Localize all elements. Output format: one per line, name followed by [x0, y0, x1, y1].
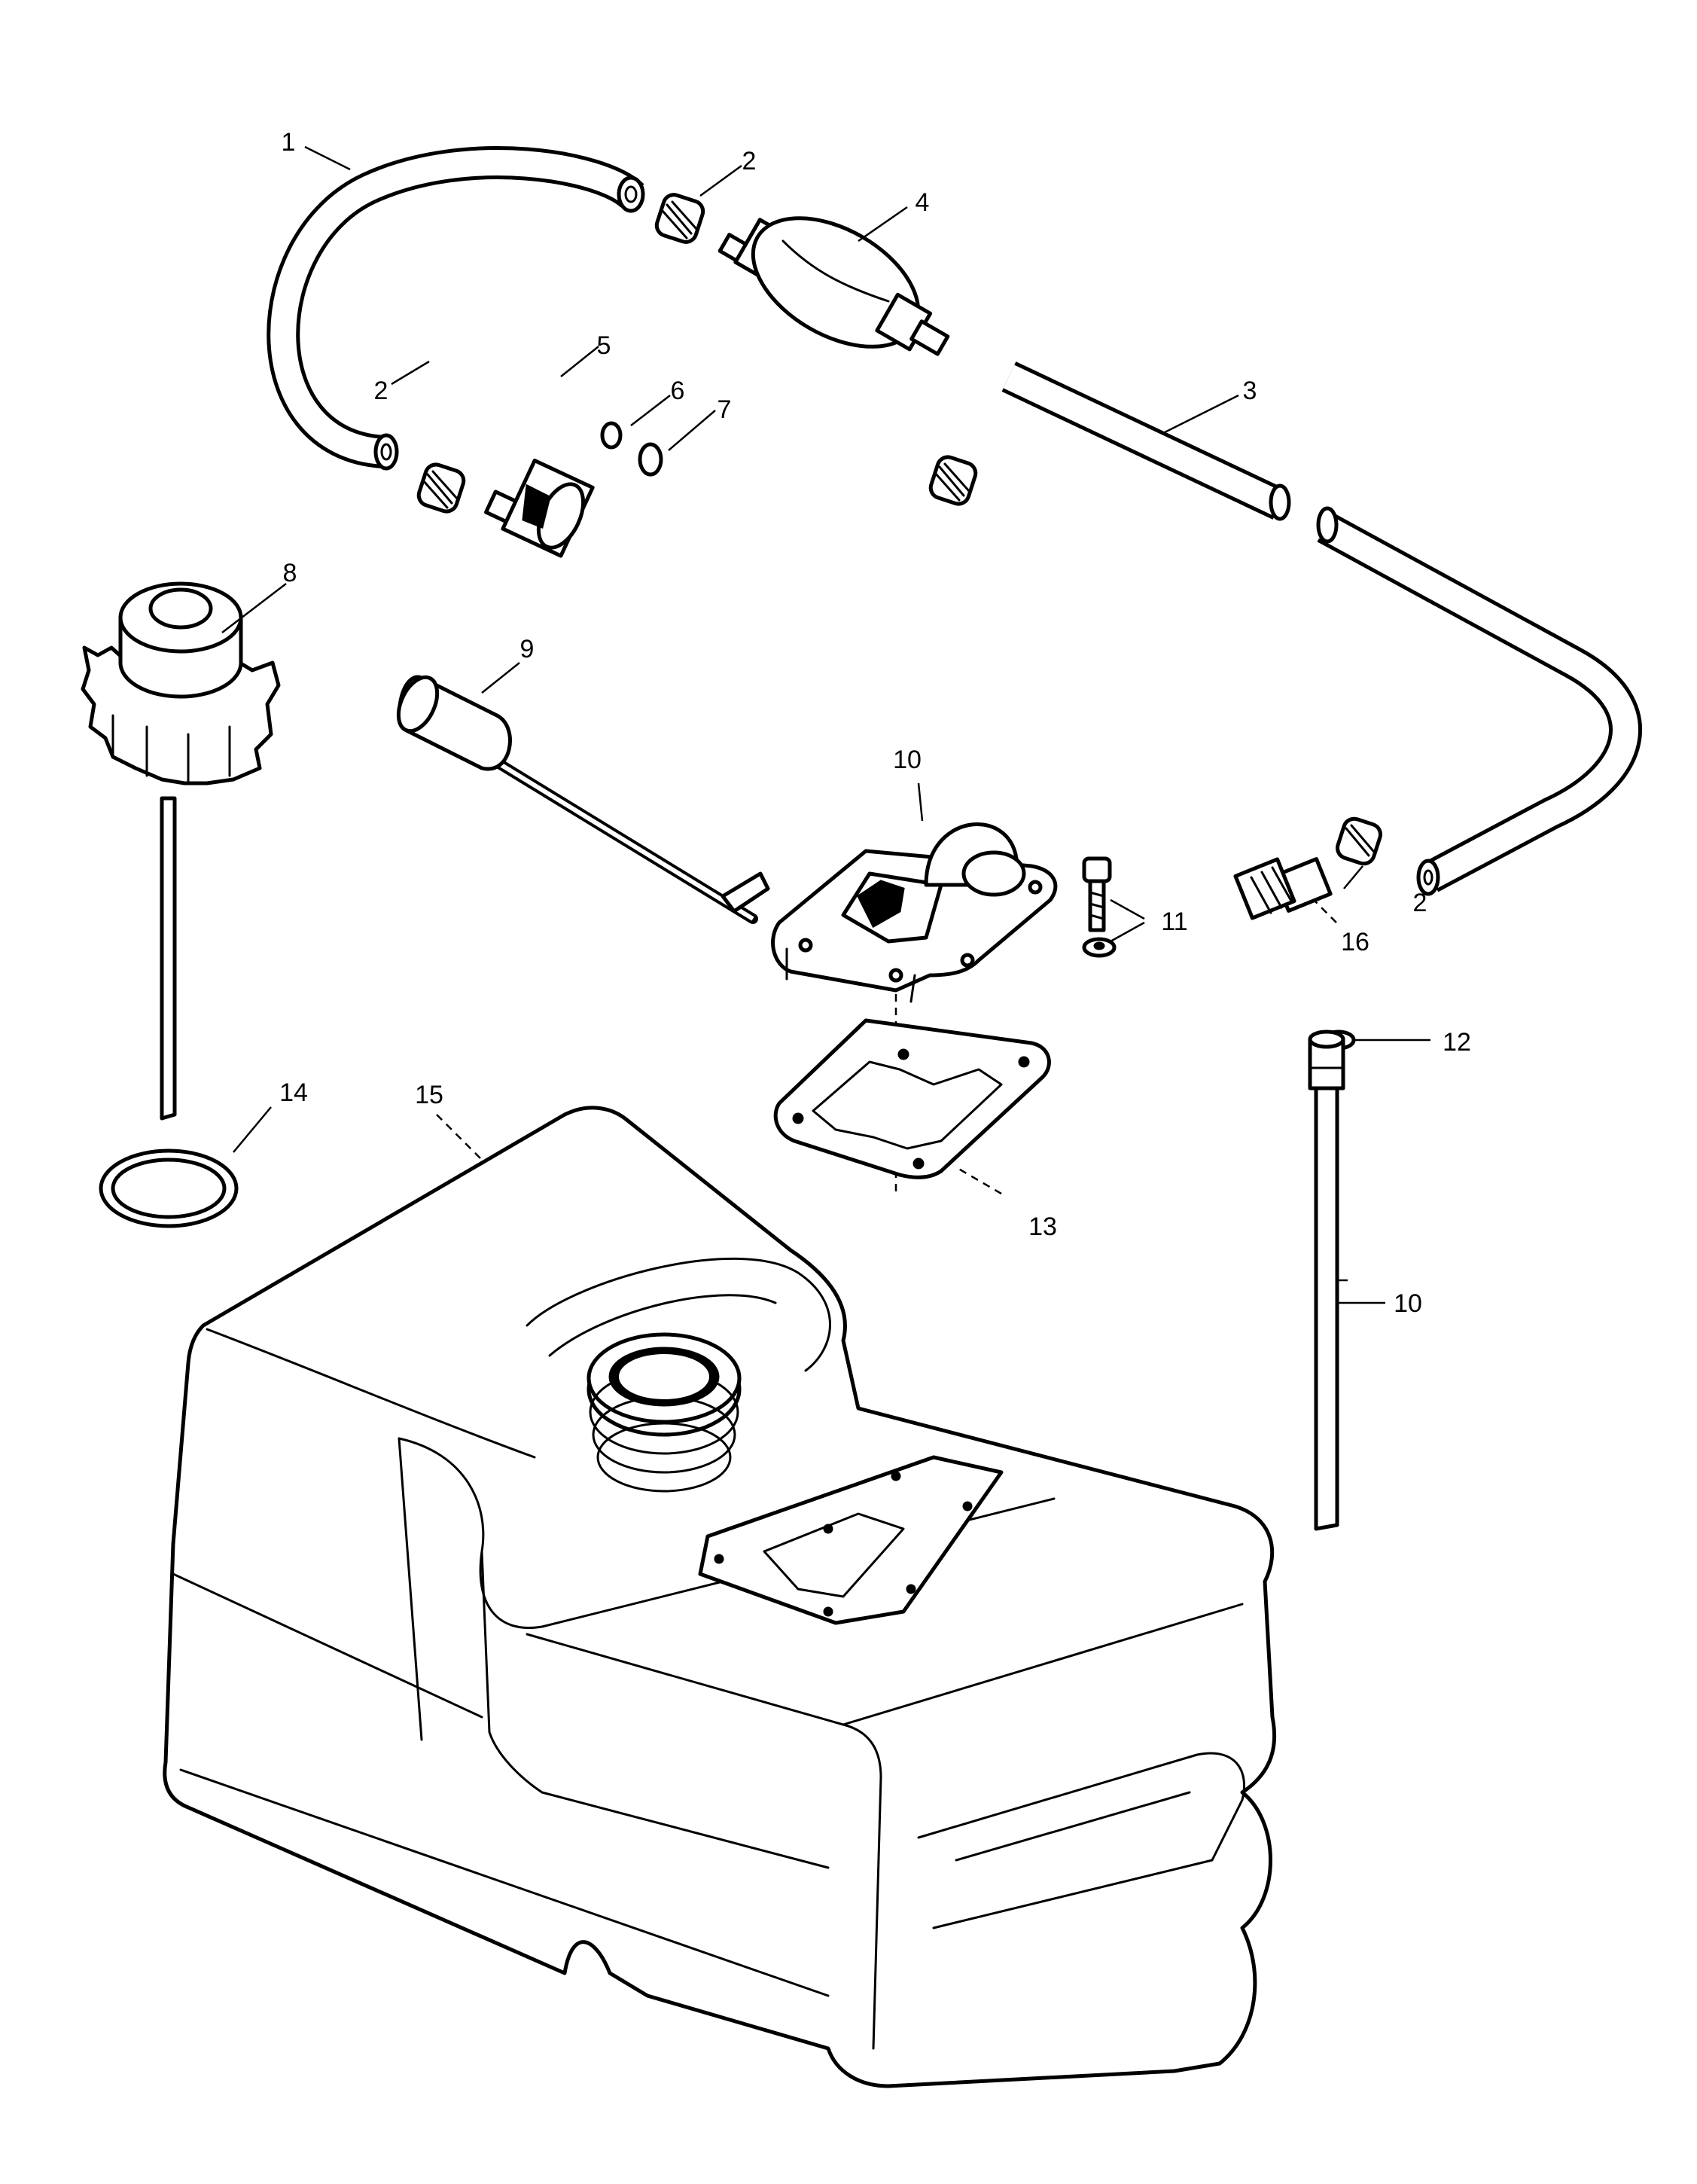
part-3-fuel-hose: [1001, 361, 1642, 896]
part-6-o-ring: [600, 421, 623, 450]
part-16-tank-fitting: [1233, 857, 1333, 920]
callout-labels: 1 2 2 2 3 4 5 6 7 8 9 10 10 11 12 13 14 …: [279, 128, 1471, 1318]
callout-10: 10: [1394, 1289, 1422, 1318]
callout-15: 15: [415, 1081, 443, 1109]
part-10-pickup-tube: [1308, 1029, 1345, 1531]
part-9-float-arm: [396, 675, 770, 924]
part-10-gauge-assembly: [771, 822, 1058, 1197]
part-2-clamp-c: [928, 455, 978, 506]
part-11-screw: [1082, 856, 1117, 958]
callout-5: 5: [597, 331, 611, 360]
part-4-primer-bulb: [717, 216, 950, 356]
callout-7: 7: [717, 395, 732, 424]
part-15-fuel-tank: [163, 1106, 1277, 2088]
part-7-o-ring: [638, 442, 663, 477]
part-8-fuel-cap: [81, 581, 281, 1121]
callout-9: 9: [520, 635, 535, 663]
part-2-clamp-d: [1336, 816, 1382, 866]
callout-10: 10: [893, 746, 922, 774]
callout-8: 8: [283, 559, 297, 587]
part-2-clamp-a: [654, 193, 705, 244]
part-5-connector: [484, 459, 595, 558]
part-1-fuel-hose: [267, 146, 645, 471]
callout-12: 12: [1443, 1028, 1471, 1057]
part-2-clamp-b: [416, 462, 466, 514]
part-14-seal-ring: [99, 1148, 239, 1228]
callout-6: 6: [671, 377, 685, 405]
callout-3: 3: [1243, 377, 1257, 405]
callout-13: 13: [1028, 1212, 1057, 1241]
callout-11: 11: [1161, 907, 1187, 936]
callout-2: 2: [374, 377, 388, 405]
callout-4: 4: [916, 188, 930, 217]
callout-2: 2: [1413, 889, 1427, 917]
callout-2: 2: [742, 147, 757, 175]
part-13-gasket: [773, 1018, 1051, 1179]
callout-14: 14: [279, 1078, 308, 1107]
callout-1: 1: [282, 128, 296, 157]
leader-lines: [221, 145, 1430, 1304]
callout-16: 16: [1341, 928, 1369, 956]
